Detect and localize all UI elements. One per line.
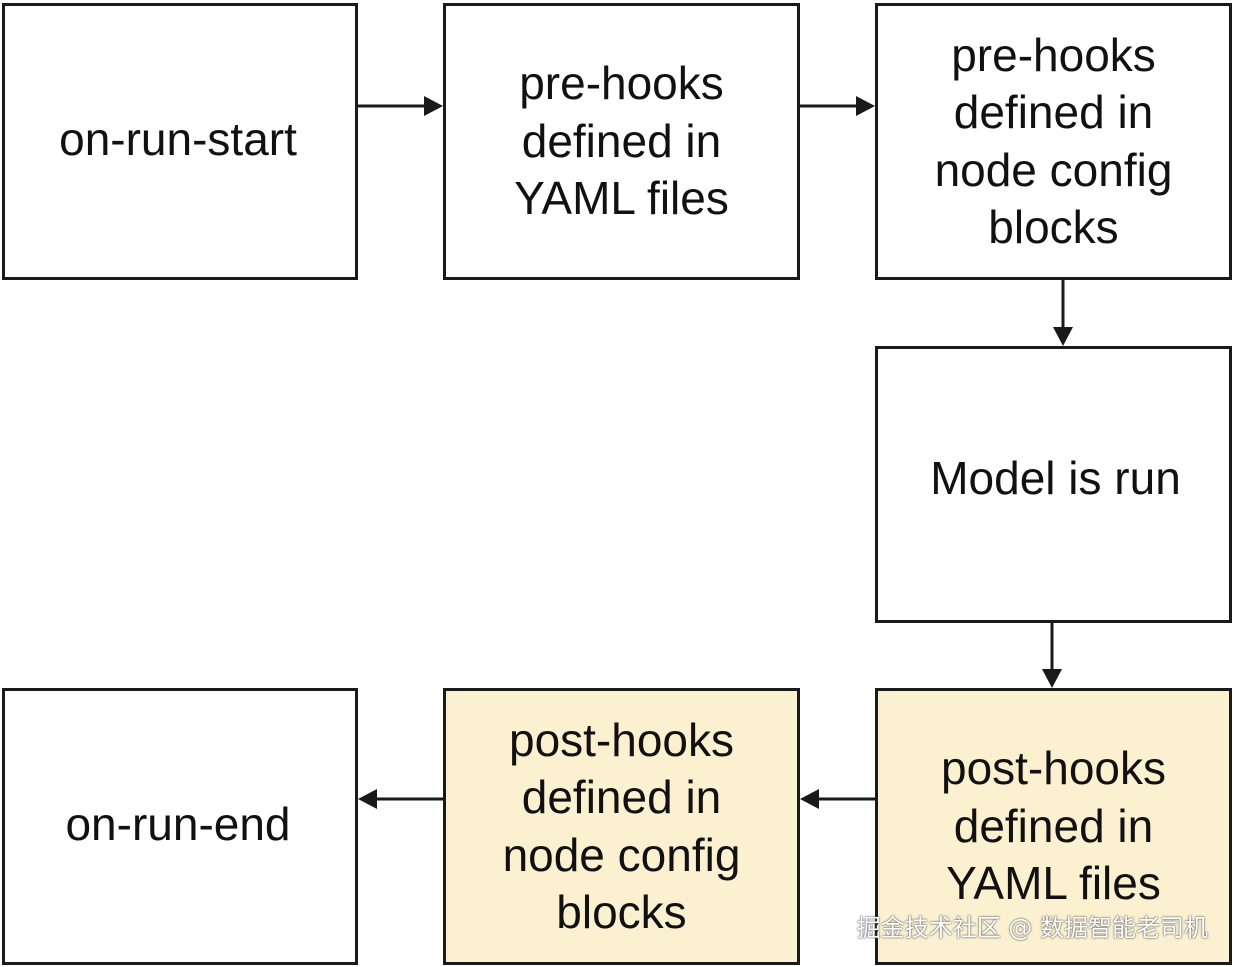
node-post-hooks-yaml: post-hooks defined in YAML files — [875, 688, 1232, 965]
arrow-model-to-post-yaml — [1042, 623, 1062, 688]
node-pre-hooks-config: pre-hooks defined in node config blocks — [875, 3, 1232, 280]
node-label: on-run-end — [65, 797, 291, 850]
node-label: pre-hooks defined in node config blocks — [934, 28, 1173, 254]
arrow-post-yaml-to-post-config — [800, 789, 875, 809]
arrow-pre-config-to-model — [1053, 280, 1073, 346]
arrow-post-config-to-end — [358, 789, 443, 809]
arrow-pre-yaml-to-pre-config — [800, 96, 875, 116]
node-model-run: Model is run — [875, 346, 1232, 623]
node-post-hooks-config: post-hooks defined in node config blocks — [443, 688, 800, 965]
node-label: post-hooks defined in node config blocks — [502, 713, 741, 939]
node-label: post-hooks defined in YAML files — [940, 742, 1166, 910]
node-label: pre-hooks defined in YAML files — [514, 57, 729, 225]
node-pre-hooks-yaml: pre-hooks defined in YAML files — [443, 3, 800, 280]
node-on-run-start: on-run-start — [2, 3, 358, 280]
node-label: Model is run — [930, 451, 1181, 504]
watermark-text: 掘金技术社区 @ 数据智能老司机 — [856, 914, 1208, 942]
node-on-run-end: on-run-end — [2, 688, 358, 965]
arrow-start-to-pre-yaml — [358, 96, 443, 116]
node-label: on-run-start — [59, 112, 297, 165]
